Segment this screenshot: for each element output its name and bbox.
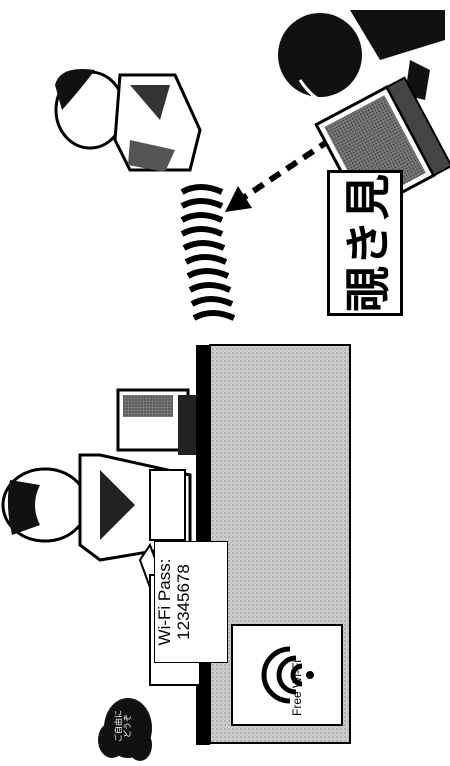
hacker-silhouette: [278, 10, 445, 103]
traveler-person: [55, 69, 200, 172]
peek-label: 覗き見: [327, 170, 403, 316]
badge-line2: どうぞ: [123, 706, 132, 746]
free-wifi-label: Free Wi-Fi: [290, 643, 310, 733]
wifi-pass-line2: 12345678: [174, 542, 193, 662]
dashed-arrow: [225, 140, 330, 212]
free-wifi-sign: [232, 625, 342, 725]
badge-line1: ご自由に: [114, 706, 123, 746]
wifi-signal-waves: [182, 187, 234, 318]
badge-text: ご自由に どうぞ: [114, 706, 142, 746]
wifi-pass-text: Wi-Fi Pass: 12345678: [154, 541, 228, 663]
wifi-pass-line1: Wi-Fi Pass:: [155, 542, 174, 662]
counter-laptop: [118, 390, 196, 455]
